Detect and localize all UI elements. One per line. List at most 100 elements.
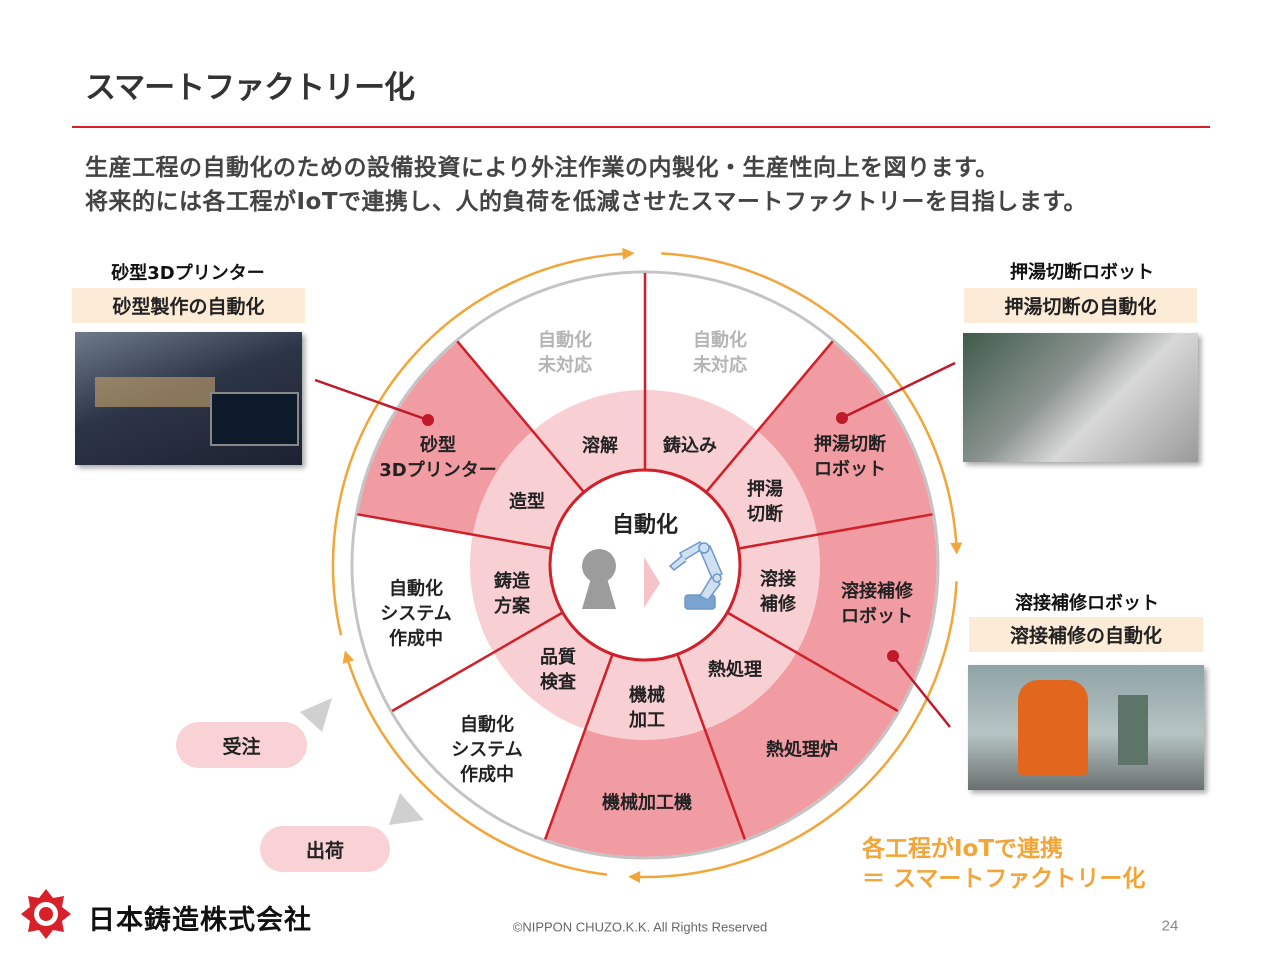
connector-line-weld-repair — [892, 655, 951, 728]
person-icon — [582, 549, 616, 609]
inner-label-melting: 溶解 — [582, 434, 618, 459]
inner-label-casting-plan: 鋳造方案 — [494, 569, 530, 619]
robot-arm-icon — [668, 541, 723, 610]
sand-printer-photo — [75, 332, 302, 465]
label-line: 鋳造 — [494, 571, 530, 592]
segment-divider — [543, 653, 614, 840]
label-line: システム — [380, 603, 452, 625]
label-line: 機械加工機 — [602, 792, 692, 814]
inner-label-weld-repair: 溶接補修 — [760, 567, 796, 617]
outer-label-heat-furnace: 熱処理炉 — [766, 738, 838, 763]
arrowhead-icon — [342, 650, 355, 664]
label-line: 鋳込み — [663, 435, 717, 457]
label-line: 溶解 — [582, 435, 618, 457]
segment-divider — [676, 653, 747, 840]
riser-cut-photo — [963, 333, 1198, 462]
weld-repair-title: 溶接補修ロボット — [1015, 593, 1159, 614]
label-line: 品質 — [540, 647, 576, 668]
copyright: ©NIPPON CHUZO.K.K. All Rights Reserved — [512, 919, 768, 935]
center-label: 自動化 — [611, 513, 679, 538]
subtitle-line-1: 生産工程の自動化のための設備投資により外注作業の内製化・生産性向上を図ります。 — [85, 155, 999, 181]
weld-repair-photo — [968, 665, 1204, 790]
order-flow-triangle-icon — [300, 698, 332, 732]
label-line: 加工 — [629, 710, 665, 731]
inner-label-heat-treatment: 熱処理 — [708, 658, 762, 683]
riser-cut-title: 押湯切断ロボット — [1010, 262, 1154, 283]
iot-note-line-2: ＝ スマートファクトリー化 — [862, 866, 1146, 892]
welder-unit — [1118, 695, 1148, 765]
label-line: システム — [451, 739, 523, 761]
segment-divider — [738, 513, 933, 550]
label-line: 熱処理 — [708, 659, 762, 681]
inner-label-inspection: 品質検査 — [540, 645, 576, 695]
segment-divider — [726, 611, 899, 713]
sand-printer-band: 砂型製作の自動化 — [72, 288, 305, 323]
iot-cycle-arrows — [331, 247, 963, 884]
segment-divider — [456, 340, 585, 494]
label-line: 3Dプリンター — [379, 460, 497, 481]
label-line: 押湯切断 — [814, 434, 886, 455]
outer-label-system-in-progress: 自動化システム作成中 — [380, 577, 451, 652]
label-line: 自動化 — [538, 330, 592, 351]
label-line: 押湯 — [747, 479, 783, 500]
label-line: 溶接補修 — [841, 581, 913, 602]
inner-label-pouring: 鋳込み — [663, 434, 717, 459]
outer-label-system-in-progress: 自動化システム作成中 — [451, 713, 522, 788]
outer-label-machine-tool: 機械加工機 — [602, 791, 692, 816]
label-line: 補修 — [760, 594, 796, 615]
subtitle-line-2: 将来的には各工程がIoTで連携し、人的負荷を低減させたスマートファクトリーを目指… — [85, 189, 1088, 215]
arrowhead-icon — [622, 247, 635, 260]
label-line: 砂型 — [420, 435, 456, 456]
title-divider — [72, 126, 1210, 128]
iot-cycle-arc — [345, 655, 608, 876]
connector-dot — [422, 414, 434, 426]
connector-dot — [836, 412, 848, 424]
segment-divider — [391, 611, 564, 713]
printer-window — [95, 377, 215, 407]
label-line: 機械 — [629, 685, 665, 706]
printer-monitor — [210, 392, 299, 446]
outer-label-weld-repair-robot: 溶接補修ロボット — [841, 579, 913, 629]
connector-line-sand-printer — [314, 378, 429, 422]
company-name: 日本鋳造株式会社 — [88, 905, 312, 936]
segment-divider — [357, 513, 552, 550]
inner-label-machining: 機械加工 — [629, 683, 665, 733]
outer-label-sand-3d-printer: 砂型 3Dプリンター — [379, 433, 496, 483]
label-line: ロボット — [841, 606, 913, 627]
iot-note-line-1: 各工程がIoTで連携 — [862, 836, 1064, 862]
company-logo-icon — [21, 889, 71, 939]
iot-cycle-arc — [661, 252, 958, 549]
arrowhead-icon — [950, 542, 963, 555]
label-line: 方案 — [494, 596, 530, 617]
label-line: 検査 — [540, 672, 576, 693]
robot-arm-shape — [1018, 680, 1088, 775]
arrow-icon — [644, 557, 660, 608]
arrowhead-icon — [628, 871, 641, 884]
label-line: ロボット — [814, 459, 886, 480]
page-title: スマートファクトリー化 — [85, 70, 415, 106]
label-line: 造型 — [509, 491, 545, 513]
page-number: 24 — [1161, 917, 1179, 935]
label-line: 自動化 — [460, 714, 514, 736]
weld-repair-band: 溶接補修の自動化 — [969, 617, 1203, 652]
label-line: 未対応 — [693, 355, 747, 376]
segment-divider — [705, 340, 834, 494]
outer-label-not-automated: 自動化未対応 — [693, 328, 747, 378]
iot-cycle-arc — [331, 252, 629, 636]
shipment-pill: 出荷 — [260, 826, 390, 872]
riser-cut-band: 押湯切断の自動化 — [964, 288, 1197, 323]
label-line: 未対応 — [538, 355, 592, 376]
outer-label-riser-cut-robot: 押湯切断ロボット — [814, 432, 886, 482]
connector-line-riser-cut — [841, 361, 956, 420]
sand-printer-title: 砂型3Dプリンター — [111, 263, 265, 284]
inner-label-molding: 造型 — [509, 490, 545, 515]
label-line: 熱処理炉 — [766, 739, 838, 761]
label-line: 自動化 — [389, 578, 443, 600]
inner-label-riser-cut: 押湯切断 — [747, 477, 783, 527]
segment-dividers — [357, 273, 933, 840]
connector-dot — [887, 650, 899, 662]
label-line: 溶接 — [760, 569, 796, 590]
label-line: 作成中 — [389, 628, 443, 650]
label-line: 自動化 — [693, 330, 747, 351]
